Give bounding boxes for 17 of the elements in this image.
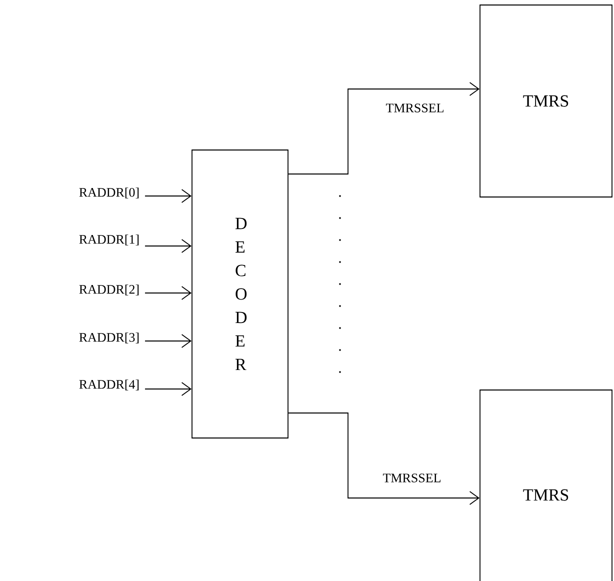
arrow	[144, 239, 192, 253]
arrow	[144, 189, 192, 203]
signal-label: RADDR[1]	[79, 234, 139, 246]
arrow	[144, 382, 192, 396]
signal-label: RADDR[3]	[79, 332, 139, 344]
decoder-box: D E C O D E R	[192, 150, 288, 438]
edge-label: TMRSSEL	[382, 472, 442, 484]
signal-label: RADDR[0]	[79, 188, 139, 198]
arrow	[288, 412, 480, 505]
arrow	[144, 286, 192, 300]
signal-label: RADDR[2]	[79, 284, 139, 296]
register-box: TMRS	[480, 390, 612, 581]
signal-label: RADDR[4]	[79, 380, 139, 390]
register-box: TMRS	[480, 4, 612, 198]
edge-label: TMRSSEL	[384, 102, 446, 114]
arrow	[144, 334, 192, 348]
arrow	[288, 82, 480, 174]
